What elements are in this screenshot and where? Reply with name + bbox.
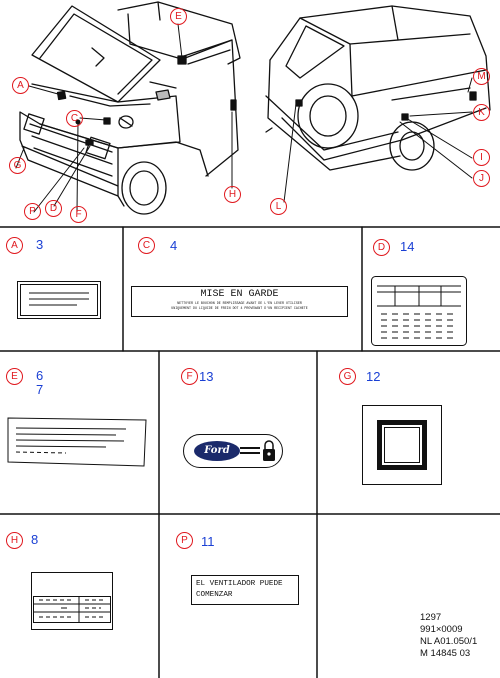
panel-g-quantity: 12 (366, 370, 380, 384)
rear-vehicle-drawing (266, 6, 490, 170)
callout-i: I (473, 149, 490, 166)
panel-p-label-line2: COMENZAR (196, 590, 298, 601)
panel-c-label: MISE EN GARDE NETTOYER LE BOUCHON DE REM… (131, 286, 348, 317)
reference-section: NL A01.050/1 (420, 636, 477, 648)
callout-h: H (224, 186, 241, 203)
callout-d: D (45, 200, 62, 217)
reference-date: 1297 (420, 612, 477, 624)
panel-f-letter: F (181, 368, 198, 385)
panel-h-quantity: 8 (31, 533, 38, 547)
panel-h-label-drawing (31, 572, 113, 630)
panel-p-label-line1: EL VENTILADOR PUEDE (196, 579, 298, 590)
callout-k: K (473, 104, 490, 121)
panel-p-quantity: 11 (201, 535, 215, 549)
callout-j: J (473, 170, 490, 187)
reference-codes: 1297 991×0009 NL A01.050/1 M 14845 03 (420, 612, 477, 660)
panel-d-quantity: 14 (400, 240, 414, 254)
callout-a: A (12, 77, 29, 94)
ford-badge-stripe (240, 447, 260, 449)
callout-e: E (170, 8, 187, 25)
panel-p-label: EL VENTILADOR PUEDE COMENZAR (191, 575, 299, 605)
panel-a-label-drawing (17, 281, 101, 319)
panel-f-quantity: 13 (199, 370, 213, 384)
callout-l: L (270, 198, 287, 215)
panel-e-quantity-2: 7 (36, 383, 43, 397)
ford-badge: Ford (183, 434, 283, 468)
reference-drawing-number: M 14845 03 (420, 648, 477, 660)
callout-m: M (473, 68, 490, 85)
callout-g: G (9, 157, 26, 174)
callout-f: F (70, 206, 87, 223)
panel-d-label-drawing (371, 276, 467, 346)
panel-c-label-title: MISE EN GARDE (132, 289, 347, 301)
ford-logo-text: Ford (195, 442, 239, 460)
ford-oval-logo: Ford (194, 441, 240, 461)
callout-c: C (66, 110, 83, 127)
panel-p-letter: P (176, 532, 193, 549)
panel-e-quantity-1: 6 (36, 369, 43, 383)
panel-c-letter: C (138, 237, 155, 254)
panel-e-letter: E (6, 368, 23, 385)
callout-p: P (24, 203, 41, 220)
front-vehicle-drawing (20, 2, 240, 214)
panel-g-label-inner (377, 420, 427, 470)
panel-e-label-drawing (6, 416, 148, 468)
panel-h-letter: H (6, 532, 23, 549)
ford-badge-stripe (240, 452, 260, 454)
panel-c-quantity: 4 (170, 239, 177, 253)
panel-g-letter: G (339, 368, 356, 385)
panel-d-letter: D (373, 239, 390, 256)
panel-a-letter: A (6, 237, 23, 254)
panel-c-label-line2: UNIQUEMENT DU LIQUIDE DE FREIN DOT 4 PRO… (132, 306, 347, 311)
panel-a-quantity: 3 (36, 238, 43, 252)
padlock-icon (262, 439, 276, 463)
panel-g-label-outer (362, 405, 442, 485)
reference-part-range: 991×0009 (420, 624, 477, 636)
panel-g-label-core (384, 427, 420, 463)
